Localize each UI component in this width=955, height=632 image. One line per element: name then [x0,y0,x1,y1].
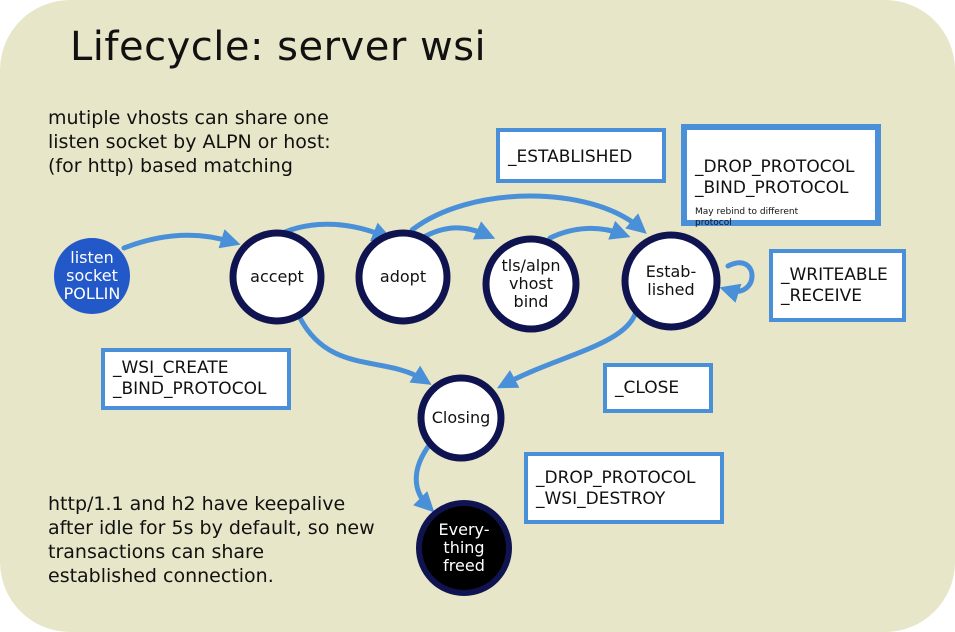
callback-drop-bind-label: _DROP_PROTOCOL _BIND_PROTOCOL [695,157,855,198]
arrow-established-to-closing [497,309,639,389]
node-freed-label: Every- thing freed [438,520,490,575]
node-established-label: Estab- lished [645,262,697,299]
callback-wsi-create-bind: _WSI_CREATE _BIND_PROTOCOL [101,348,291,410]
callback-established: _ESTABLISHED [496,128,666,183]
page-title: Lifecycle: server wsi [70,24,487,70]
node-listen-socket [54,238,130,314]
node-closing [417,374,505,462]
arrow-accept-to-closing [297,315,432,385]
arrow-adopt-to-established [409,193,647,234]
node-established [621,231,721,331]
callback-drop-destroy: _DROP_PROTOCOL _WSI_DESTROY [524,452,724,524]
node-tls-label: tls/alpn vhost bind [501,256,561,311]
arrow-closing-to-freed [413,441,435,513]
node-everything-freed [416,500,512,596]
arrow-listen-to-accept [121,229,241,251]
node-tls-alpn [482,235,580,333]
callback-drop-bind-protocol: _DROP_PROTOCOL _BIND_PROTOCOL May rebind… [681,124,881,228]
node-listen-label: listen socket POLLIN [63,248,121,303]
node-accept-label: accept [250,267,304,286]
note-keepalive: http/1.1 and h2 have keepalive after idl… [48,493,375,587]
callback-writeable-receive: _WRITEABLE _RECEIVE [769,249,906,322]
callback-rebind-note: May rebind to different protocol [695,207,799,228]
node-accept [229,229,325,325]
arrow-tls-to-established [547,220,631,241]
callback-close: _CLOSE [603,363,713,413]
node-closing-label: Closing [431,408,491,427]
arrow-established-loop [719,260,755,303]
note-vhosts: mutiple vhosts can share one listen sock… [48,107,331,177]
node-adopt-label: adopt [379,267,427,286]
arrow-adopt-to-tls [419,221,496,241]
node-adopt [355,229,451,325]
